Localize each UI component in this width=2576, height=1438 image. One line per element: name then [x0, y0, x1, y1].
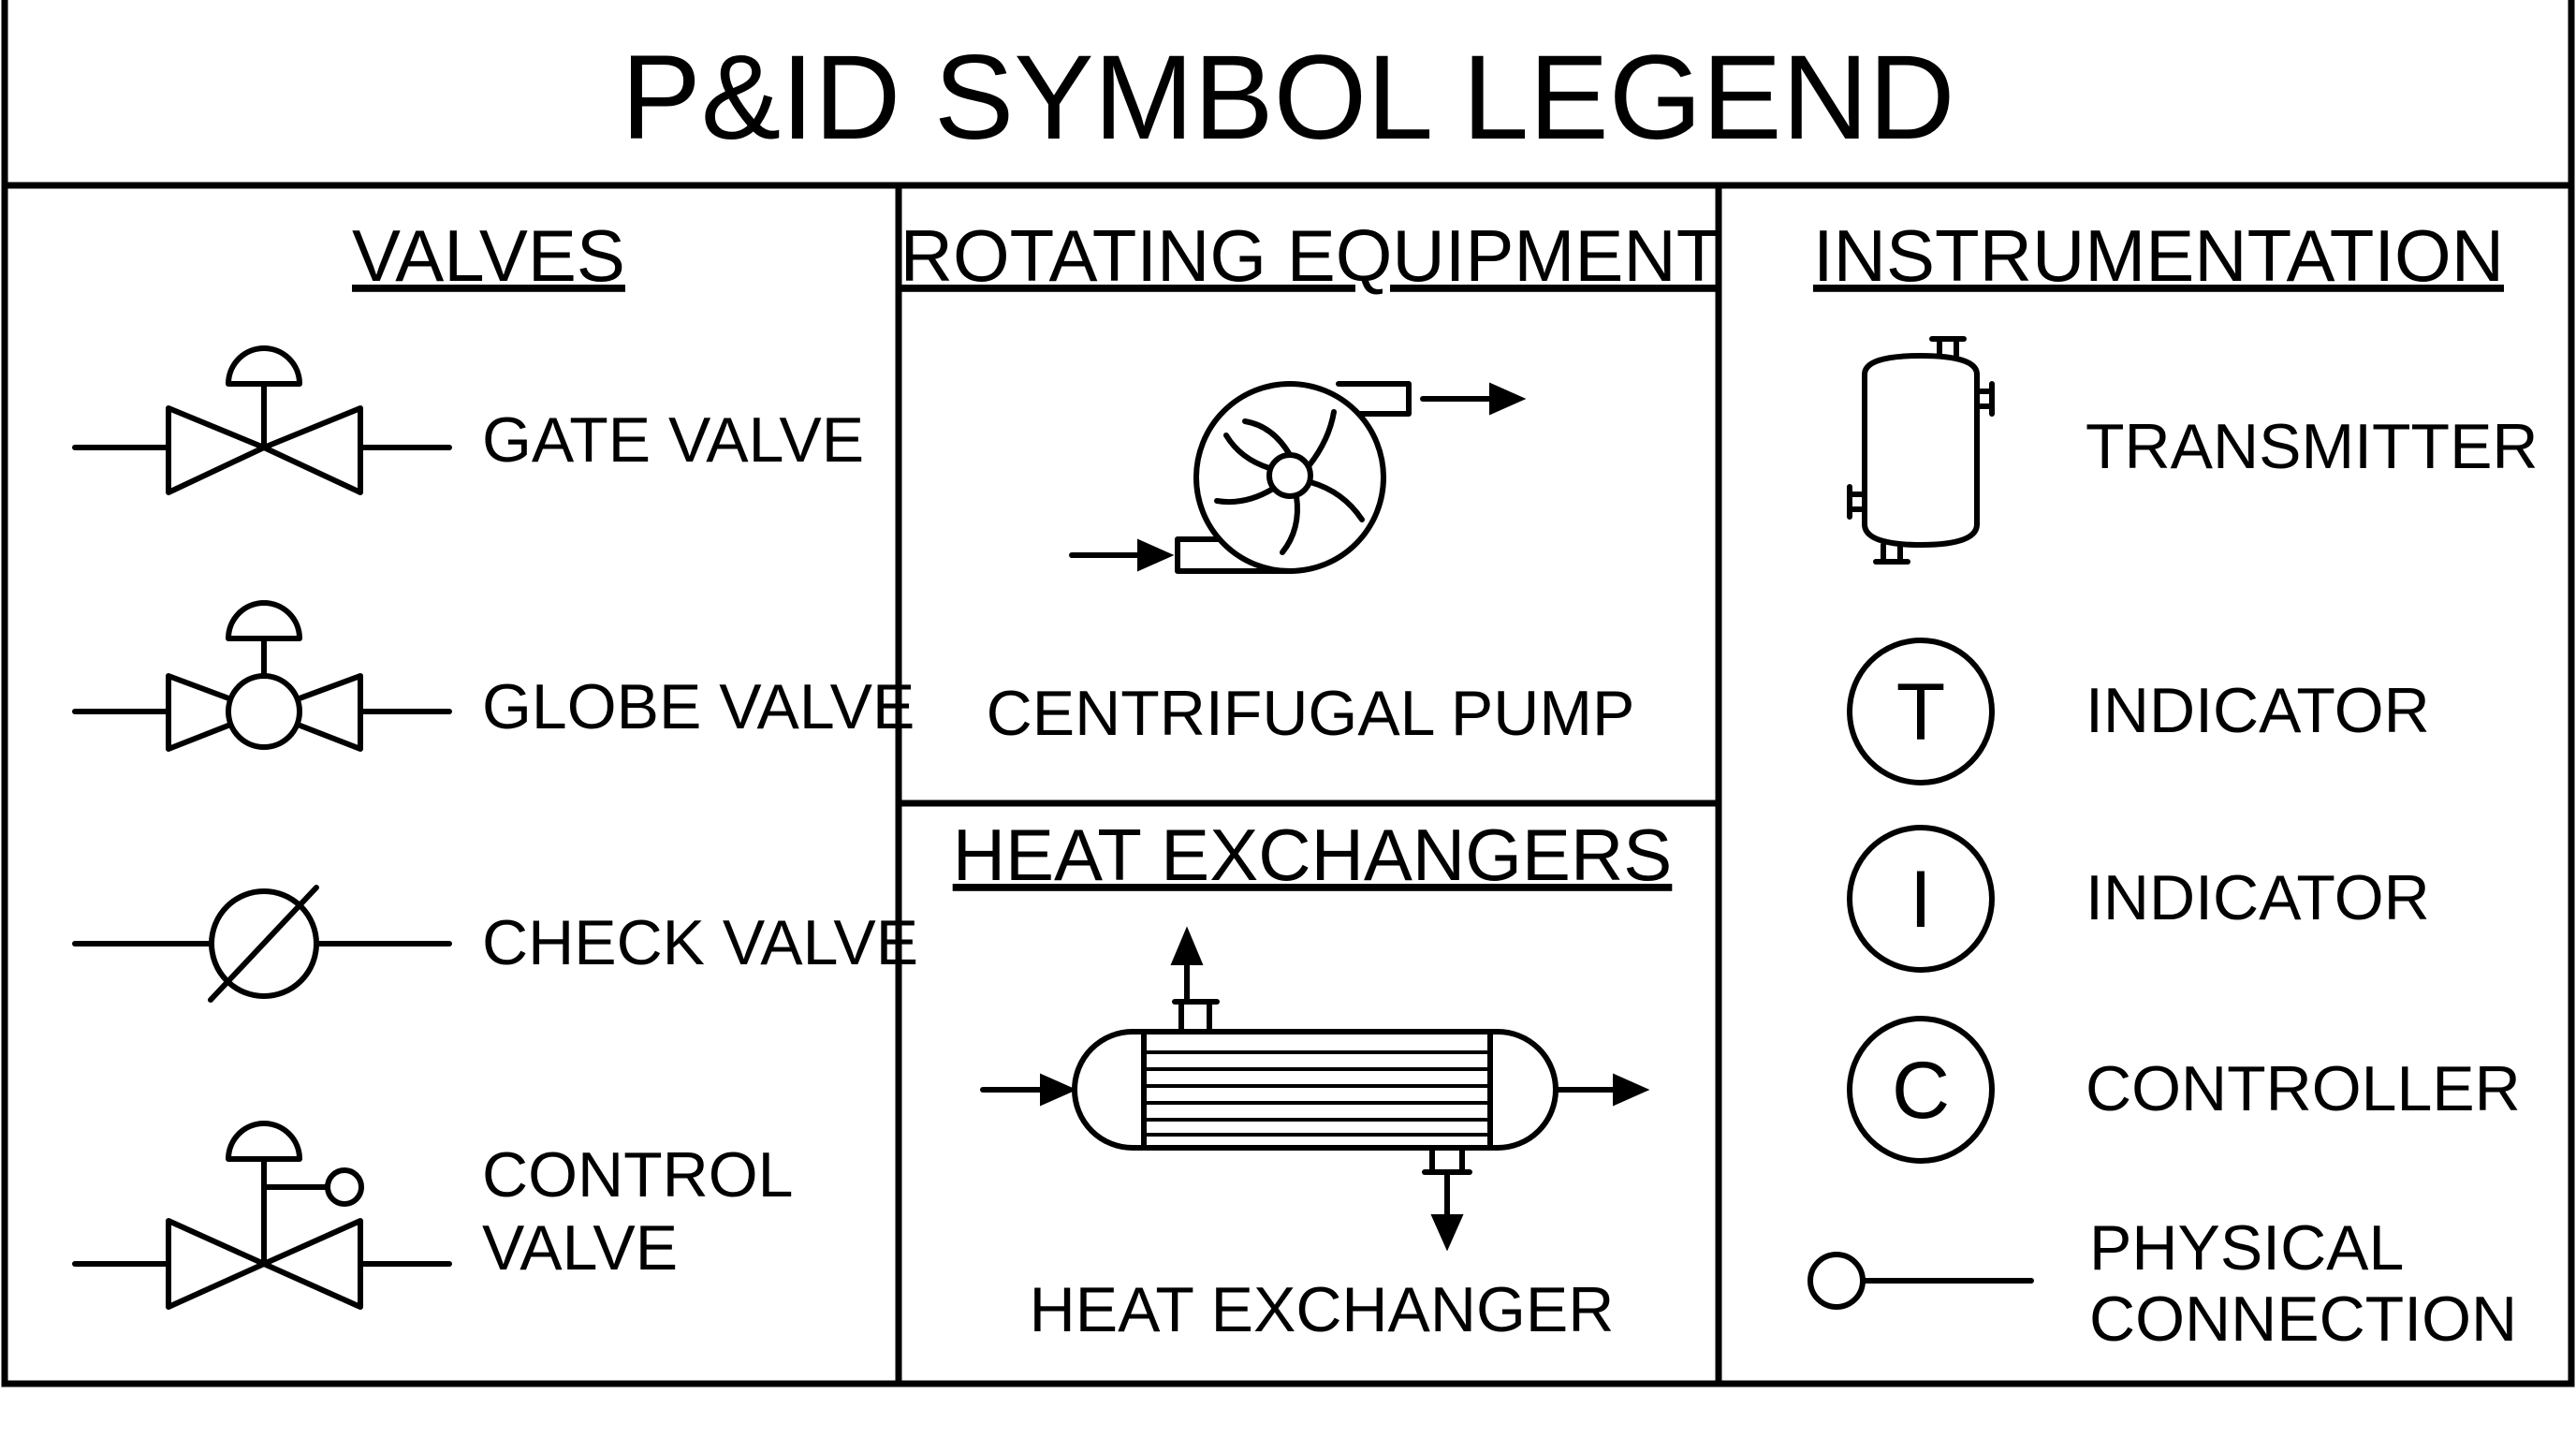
- indicator-i-letter: I: [1910, 855, 1932, 945]
- heat-exchanger-icon: [980, 926, 1650, 1252]
- controller-icon: C: [1847, 1016, 1995, 1164]
- indicator-i-label: INDICATOR: [2086, 862, 2430, 933]
- valves-heading: VALVES: [352, 214, 625, 297]
- indicator-t-letter: T: [1896, 668, 1946, 757]
- transmitter-label: TRANSMITTER: [2086, 411, 2539, 482]
- control-valve-label-line1: CONTROL: [482, 1139, 793, 1211]
- instrumentation-section: INSTRUMENTATION TRANSMITTER T: [1808, 214, 2539, 1355]
- indicator-t-label: INDICATOR: [2086, 675, 2430, 746]
- physical-connection-label-line1: PHYSICAL: [2089, 1212, 2404, 1284]
- page-title: P&ID SYMBOL LEGEND: [622, 31, 1955, 165]
- controller-letter: C: [1892, 1046, 1950, 1136]
- instrumentation-heading: INSTRUMENTATION: [1813, 214, 2504, 297]
- physical-connection-label-line2: CONNECTION: [2089, 1284, 2517, 1355]
- gate-valve-label: GATE VALVE: [482, 404, 864, 476]
- centrifugal-pump-icon: [1069, 381, 1527, 574]
- valves-section: VALVES GATE VALVE GLOBE VALVE: [72, 214, 918, 1310]
- heat-exchangers-section: HEAT EXCHANGERS: [953, 814, 1673, 1345]
- controller-label: CONTROLLER: [2086, 1053, 2521, 1124]
- temperature-indicator-icon: T: [1847, 638, 1995, 785]
- control-valve-icon: [72, 1121, 452, 1310]
- legend-frame: [1, 0, 2575, 1387]
- check-valve-icon: [72, 885, 452, 1003]
- gate-valve-icon: [72, 345, 452, 495]
- check-valve-label: CHECK VALVE: [482, 907, 918, 978]
- centrifugal-pump-label: CENTRIFUGAL PUMP: [987, 678, 1635, 749]
- globe-valve-icon: [72, 600, 452, 752]
- physical-connection-icon: [1808, 1252, 2034, 1310]
- rotating-equipment-heading: ROTATING EQUIPMENT: [900, 214, 1721, 297]
- transmitter-icon: [1847, 336, 1995, 565]
- rotating-equipment-section: ROTATING EQUIPMENT CENTRIFUGAL PUMP: [900, 214, 1721, 749]
- globe-valve-label: GLOBE VALVE: [482, 671, 915, 742]
- outer-border: [1, 0, 2575, 1387]
- control-valve-label-line2: VALVE: [482, 1212, 678, 1284]
- indicator-icon: I: [1847, 825, 1995, 973]
- heat-exchangers-heading: HEAT EXCHANGERS: [953, 814, 1673, 896]
- heat-exchanger-label: HEAT EXCHANGER: [1030, 1274, 1615, 1345]
